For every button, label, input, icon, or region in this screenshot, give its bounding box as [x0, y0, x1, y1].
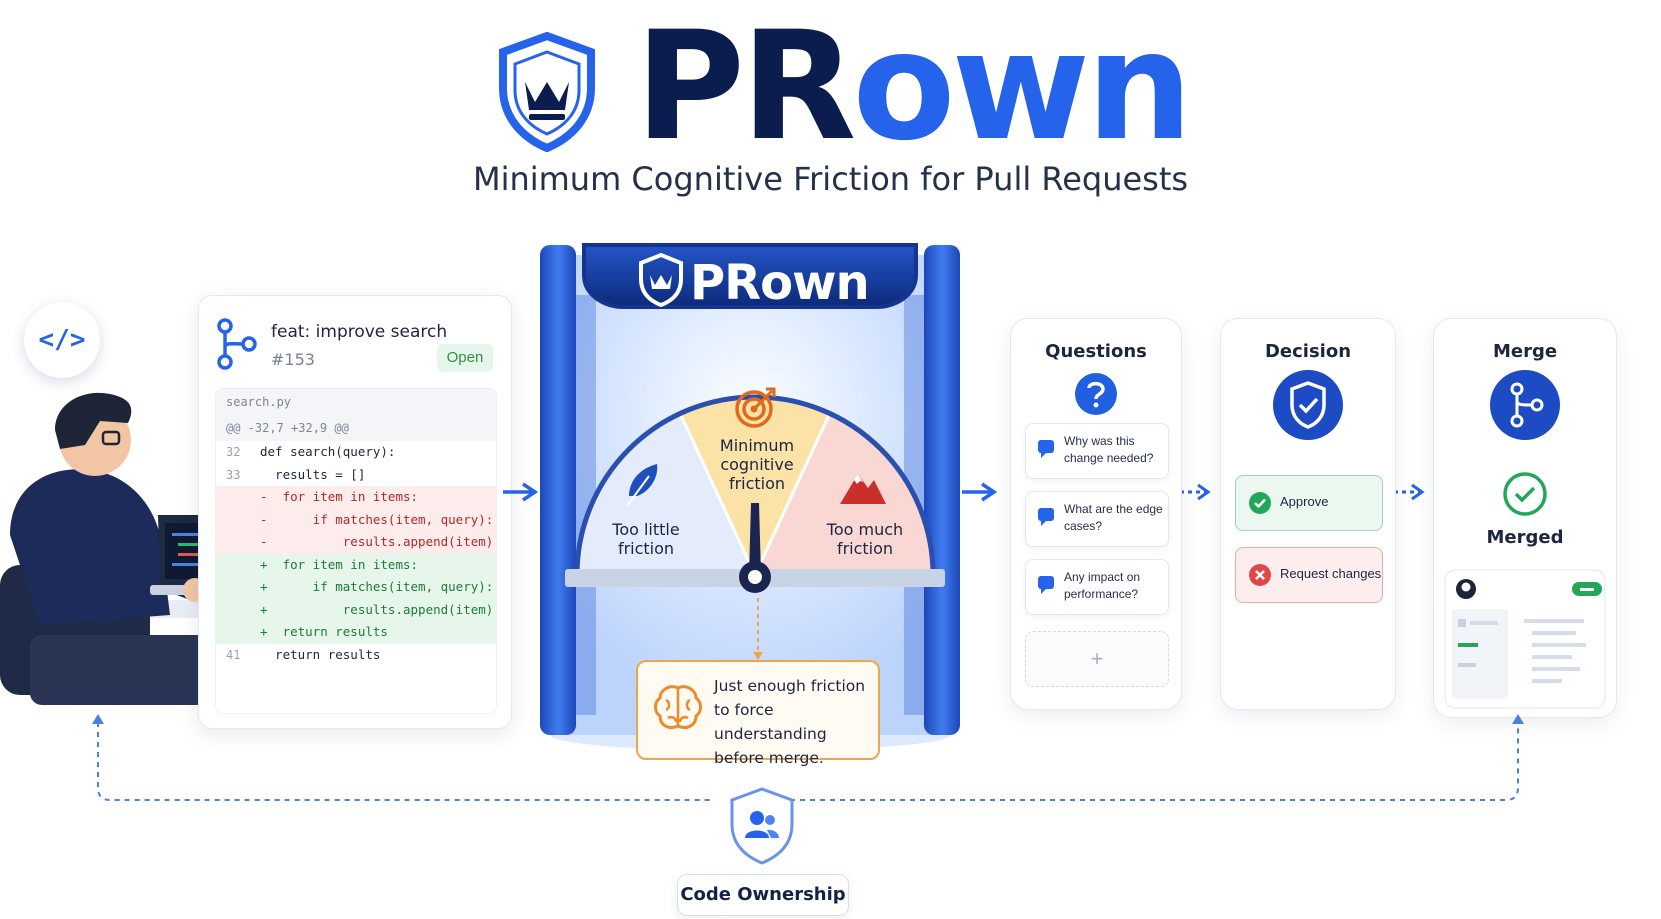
check-circle-icon: [1249, 492, 1271, 514]
mountain-icon: [840, 474, 886, 504]
diff-line-removed: - if matches(item, query):: [216, 508, 496, 531]
brand-title: PRown: [635, 12, 1193, 162]
brain-icon: [654, 685, 702, 730]
friction-dial: [565, 394, 945, 593]
merge-title: Merge: [1492, 341, 1558, 362]
merge-branch-icon: [1490, 370, 1560, 440]
question-text: Any impact on performance?: [1064, 570, 1141, 601]
approve-button[interactable]: Approve: [1235, 475, 1383, 531]
branch-icon: [217, 318, 257, 370]
arrow-questions-to-decision: [1180, 483, 1211, 501]
shield-check-icon: [1273, 370, 1343, 440]
zone-label-too-much: Too much friction: [826, 520, 904, 558]
merged-status: Merged: [1486, 527, 1564, 548]
line-code: + results.append(item): [260, 601, 494, 617]
friction-callout: Just enough friction to force understand…: [636, 660, 880, 767]
comment-icon: [1038, 508, 1054, 526]
x-circle-icon: [1249, 564, 1271, 586]
diff-line-added: + if matches(item, query):: [216, 576, 496, 599]
diff-line-added: + for item in items:: [216, 553, 496, 576]
line-code: + for item in items:: [260, 556, 419, 572]
merge-panel: Merge Merged: [1433, 318, 1617, 718]
question-text: What are the edge cases?: [1064, 502, 1163, 533]
code-ownership-label: Code Ownership: [677, 874, 849, 916]
code-diff: search.py @@ -32,7 +32,9 @@ 32 def search…: [215, 388, 497, 714]
question-item[interactable]: What are the edge cases?: [1025, 491, 1169, 547]
line-number: 33: [226, 467, 241, 482]
code-icon: </>: [38, 325, 86, 355]
question-item[interactable]: Why was this change needed?: [1025, 423, 1169, 479]
callout-text: Just enough friction to force understand…: [714, 677, 866, 767]
pull-request-card[interactable]: feat: improve search #153 Open search.py…: [198, 295, 512, 729]
brand-title-own: own: [852, 0, 1192, 174]
line-code: - if matches(item, query):: [260, 511, 494, 527]
brand-title-pr: PR: [635, 0, 856, 174]
diff-line-added: + results.append(item): [216, 598, 496, 621]
diff-line: 41 return results: [216, 644, 496, 667]
comment-icon: [1038, 440, 1054, 458]
diff-file-name: search.py: [216, 389, 496, 415]
zone-label-too-little: Too little friction: [612, 520, 680, 558]
line-code: - for item in items:: [260, 489, 419, 504]
merged-check-icon: [1503, 472, 1547, 516]
callout-connector: [753, 598, 763, 660]
gate-banner: PRown: [690, 255, 870, 311]
ownership-loop: [92, 714, 1524, 801]
pr-title[interactable]: feat: improve search: [271, 322, 448, 342]
request-changes-label: Request changes: [1280, 566, 1382, 581]
add-question-button[interactable]: +: [1025, 631, 1169, 687]
pr-number: #153: [271, 350, 315, 369]
decision-title: Decision: [1264, 341, 1352, 362]
line-code: results = []: [260, 466, 366, 482]
comment-icon: [1038, 576, 1054, 594]
gate-shield-icon: [639, 253, 683, 307]
diff-line: 32 def search(query):: [216, 441, 496, 464]
questions-panel: Questions Why was this change needed? Wh…: [1010, 318, 1182, 710]
diff-hunk-header: @@ -32,7 +32,9 @@: [216, 415, 496, 441]
diff-line-added: + return results: [216, 621, 496, 644]
question-icon: [1075, 373, 1117, 415]
pr-status-badge: Open: [437, 344, 493, 372]
line-code: def search(query):: [260, 444, 396, 459]
arrow-gate-to-questions: [962, 482, 998, 502]
target-icon: [735, 387, 776, 428]
feather-icon: [626, 464, 658, 507]
diff-line-removed: - results.append(item): [216, 531, 496, 554]
decision-panel: Decision Approve Request changes: [1220, 318, 1396, 710]
question-text: Why was this change needed?: [1064, 434, 1154, 465]
line-code: + if matches(item, query):: [260, 579, 494, 594]
diff-line: 33 results = []: [216, 464, 496, 487]
github-window[interactable]: [1444, 569, 1606, 709]
line-number: 41: [226, 647, 241, 662]
approve-label: Approve: [1280, 494, 1329, 509]
shield-crown-logo-icon: [499, 32, 595, 152]
line-code: + return results: [260, 624, 388, 639]
ownership-shield-icon: [730, 787, 794, 865]
line-code: return results: [260, 646, 381, 662]
line-number: 32: [226, 445, 241, 459]
line-code: - results.append(item): [260, 534, 494, 549]
arrow-decision-to-merge: [1394, 483, 1425, 501]
request-changes-button[interactable]: Request changes: [1235, 547, 1383, 603]
code-bubble: </>: [24, 302, 100, 378]
arrow-pr-to-gate: [503, 482, 539, 502]
zone-label-minimum: Minimum cognitive friction: [719, 436, 795, 493]
diff-line-removed: - for item in items:: [216, 486, 496, 509]
tagline: Minimum Cognitive Friction for Pull Requ…: [472, 160, 1189, 198]
question-item[interactable]: Any impact on performance?: [1025, 559, 1169, 615]
questions-title: Questions: [1045, 341, 1147, 362]
